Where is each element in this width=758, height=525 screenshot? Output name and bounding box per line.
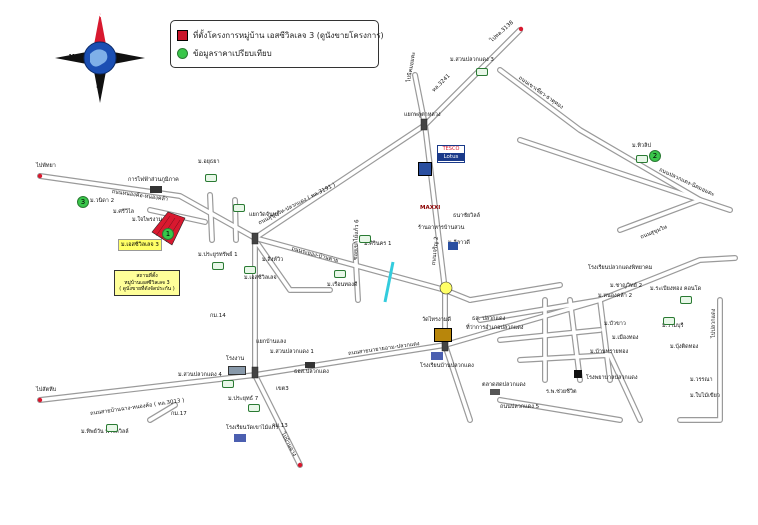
junction-marker <box>439 281 453 295</box>
place-ram: ม.รามบุรี <box>662 323 684 329</box>
place-sriwilai: ม.ศรีวิไล <box>113 209 135 215</box>
bank-icon <box>418 162 432 176</box>
place-sc: ม.วรรณา <box>690 377 713 383</box>
market-icon <box>490 389 500 395</box>
place-nak: ม.หนองคล้า 2 <box>598 293 633 299</box>
compass-s: S <box>96 81 102 90</box>
place-factory: โรงงาน <box>226 356 245 362</box>
temple-icon <box>434 328 452 342</box>
place-school2: โรงเรียนบ้านปลวกแดง <box>420 363 474 369</box>
place-sing: ม.สิงห์วิว <box>262 257 284 263</box>
place-baannai: ม.ใจไพรงาม <box>132 217 163 223</box>
place-sodsai: ธอส.ปลวกแดง <box>294 369 329 375</box>
place-bank2: ธส. ปลวกแดง <box>472 316 506 322</box>
house-icon <box>248 404 260 412</box>
place-sch3: โรงเรียนวัดเขาไม้แก้ว <box>226 425 279 431</box>
place-muang: ม.เมืองทอง <box>612 335 639 341</box>
compass-w: W <box>69 53 78 62</box>
place-suan4: ม.สวนปลวกแดง 4 <box>178 372 222 378</box>
place-lek: ม.ชาญวิทย์ 2 <box>610 283 643 289</box>
place-ruen: ม.เรือนทองดี <box>327 282 358 288</box>
house-icon <box>233 204 245 212</box>
makro-label: MAXXI <box>420 205 441 211</box>
tesco-lotus-icon: TESCO Lotus <box>437 145 465 163</box>
makro-sub-label: ร้านอาหารบ้านสวน <box>418 225 465 231</box>
place-bank: ม.ลีลาวดี <box>448 240 470 246</box>
junction-label-bottom: แยกบ้านแลง <box>256 339 287 345</box>
house-icon <box>205 174 217 182</box>
house-icon <box>680 296 692 304</box>
place-prayoon: ม.ประยูรทรัพย์ 1 <box>198 252 238 258</box>
legend-project-row: ที่ตั้งโครงการหมู่บ้าน เอสซีวิลเลจ 3 (ดู… <box>177 29 384 42</box>
place-khet: เขต3 <box>276 386 289 392</box>
compare-circle-icon <box>177 48 188 59</box>
power-office-label: การไฟฟ้าส่วนภูมิภาค <box>128 177 179 183</box>
project-callout: สถานที่ตั้ง หมู่บ้านเอสซีวิลเลจ 3 ( ดูนั… <box>114 270 180 296</box>
hospital-icon <box>574 370 582 378</box>
place-bua: ม.บัวขาว <box>604 321 626 327</box>
road-label-bottom: ถนนปลวกแดง 5 <box>500 404 540 410</box>
place-km13: กม.13 <box>272 423 288 429</box>
power-office-icon <box>150 186 162 193</box>
compass-icon <box>55 13 145 103</box>
road-label-to-pattaya: ไปพัทยา <box>36 163 56 169</box>
project-marker[interactable]: 1 <box>162 228 174 240</box>
place-km14: กม.14 <box>210 313 226 319</box>
house-icon <box>476 68 488 76</box>
house-icon <box>244 266 256 274</box>
compass-e: E <box>117 53 123 62</box>
school-flag-icon <box>431 352 443 360</box>
road-label-to-sattahip: ไปสัตหีบ <box>36 387 57 393</box>
compare-label-3: ม.วนิดา 2 <box>90 198 115 204</box>
map-legend: ที่ตั้งโครงการหมู่บ้าน เอสซีวิลเลจ 3 (ดู… <box>170 20 384 68</box>
project-square-icon <box>177 30 188 41</box>
house-icon <box>663 317 675 325</box>
place-suan1: ม.สวนปลวกแดง 1 <box>270 349 314 355</box>
place-nongcha: ม.บ้านทรายทอง <box>590 349 629 355</box>
bank2-icon <box>448 242 458 250</box>
place-kindergarten: โรงเรียนปลวกแดงพิทยาคม <box>588 265 653 271</box>
place-kho: ม.ใบไม้เขียว <box>690 393 720 399</box>
school3-flag-icon <box>234 434 246 442</box>
house-icon <box>222 380 234 388</box>
place-scville: ม.เอสซีวิลเลจ <box>244 275 277 281</box>
sodsai-icon <box>305 362 315 368</box>
place-yoyo: ม.อยุธยา <box>198 159 220 165</box>
place-market: ตลาดสดปลวกแดง <box>482 382 526 388</box>
house-icon <box>212 262 224 270</box>
house-icon <box>359 235 371 243</box>
place-wat: วัดไทรงามดี <box>422 317 451 323</box>
place-top: ม.สวนปลวกแดง 3 <box>450 57 494 63</box>
project-label: ม.เอสซีวิลเลจ 3 <box>118 239 162 251</box>
factory-icon <box>228 366 246 375</box>
place-nong: ม.บุ้งติดทอง <box>670 344 699 350</box>
place-rr: ม.ระเบียงทอง คอนโด <box>650 286 702 292</box>
road-label-pluak: ไปปลวกแดง <box>711 308 717 338</box>
house-icon <box>106 424 118 432</box>
house-icon <box>636 155 648 163</box>
canal <box>383 261 395 303</box>
compare-label-2: ม.ทิวลิป <box>632 143 651 149</box>
legend-compare-row: ข้อมูลราคาเปรียบเทียบ <box>177 47 272 60</box>
place-suan7: ม.ประยุทธ์ 7 <box>228 396 259 402</box>
compass-n: N <box>96 10 103 19</box>
house-icon <box>334 270 346 278</box>
place-km17: กม.17 <box>171 411 187 417</box>
place-bottom-left: ม.ทิพย์วัน พาร์ควิลล์ <box>81 429 129 435</box>
place-sirin: ม.ศิรินคร 1 <box>364 241 392 247</box>
hotel-label: ธนาชัยวิลล์ <box>453 213 480 219</box>
place-hospital: ร.พ.ช่วยชีวิต <box>546 389 577 395</box>
compare-marker-2[interactable]: 2 <box>649 150 661 162</box>
place-school: ที่ว่าการอำเภอปลวกแดง <box>466 325 524 331</box>
junction-label-left: แยกวัดจันทร์ <box>249 212 280 218</box>
junction-label-top: แยกพลูตาหลวง <box>404 112 441 118</box>
compare-marker-3[interactable]: 3 <box>77 196 89 208</box>
place-temple: โรงพยาบาลปลวกแดง <box>586 375 638 381</box>
